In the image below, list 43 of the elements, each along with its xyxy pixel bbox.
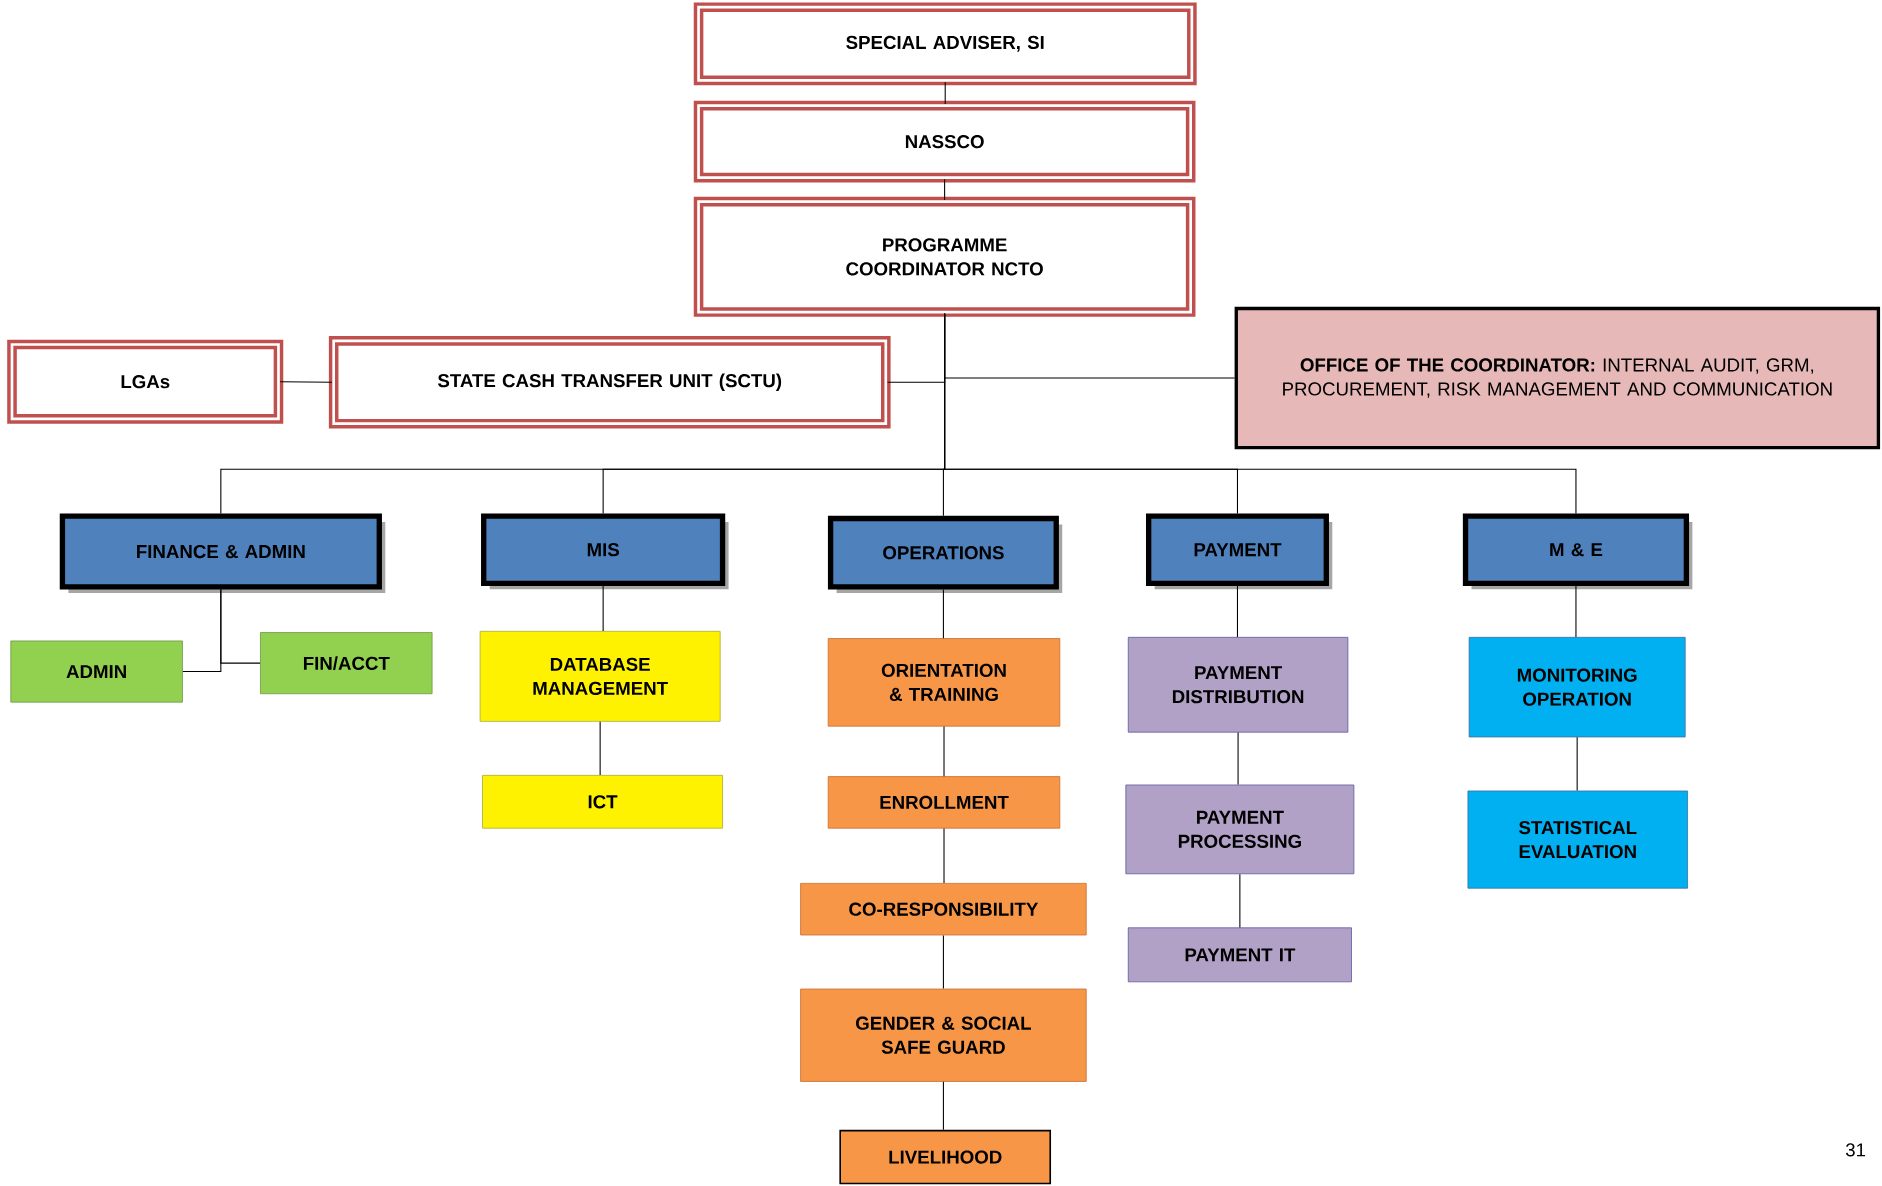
unit-box: PAYMENT IT xyxy=(1127,927,1352,983)
connector-line xyxy=(944,81,946,105)
department-box: M & E xyxy=(1462,513,1693,590)
connector-line xyxy=(942,1081,944,1131)
unit-box: STATISTICAL EVALUATION xyxy=(1467,790,1688,889)
connector-line xyxy=(220,589,261,664)
connector-line xyxy=(602,585,604,632)
department-box: MIS xyxy=(481,513,729,590)
connector-line xyxy=(942,589,944,639)
unit-box: ENROLLMENT xyxy=(827,776,1061,829)
unit-box: CO-RESPONSIBILITY xyxy=(800,883,1087,936)
connector-line xyxy=(1236,585,1238,638)
connector-line xyxy=(944,178,946,201)
connector-line xyxy=(943,726,945,777)
connector-line xyxy=(279,381,333,383)
org-box: NASSCO xyxy=(693,100,1196,183)
connector-line xyxy=(1239,873,1241,928)
connector-line xyxy=(942,934,944,990)
unit-box: LIVELIHOOD xyxy=(839,1129,1052,1185)
unit-box: DATABASE MANAGEMENT xyxy=(479,631,721,722)
unit-box: FIN/ACCT xyxy=(260,632,433,695)
org-box: PROGRAMME COORDINATOR NCTO xyxy=(693,196,1196,317)
connector-line xyxy=(944,313,1577,515)
unit-box: PAYMENT PROCESSING xyxy=(1125,784,1355,875)
department-box: FINANCE & ADMIN xyxy=(59,513,386,593)
org-box: STATE CASH TRANSFER UNIT (SCTU) xyxy=(328,336,891,429)
department-box: OPERATIONS xyxy=(827,515,1063,593)
unit-box: ADMIN xyxy=(10,640,183,703)
department-box: PAYMENT xyxy=(1146,513,1333,590)
connector-line xyxy=(599,721,601,776)
unit-box: MONITORING OPERATION xyxy=(1468,637,1686,738)
unit-box: PAYMENT DISTRIBUTION xyxy=(1127,637,1349,733)
page-number: 31 xyxy=(1845,1143,1866,1157)
connector-line xyxy=(1576,736,1578,792)
org-box: LGAs xyxy=(7,339,284,424)
connector-line xyxy=(1237,732,1239,786)
unit-box: GENDER & SOCIAL SAFE GUARD xyxy=(800,988,1087,1082)
org-box: SPECIAL ADVISER, SI xyxy=(693,2,1197,86)
office-box: OFFICE OF THE COORDINATOR: INTERNAL AUDIT, GRM, PROCUREMENT, RISK MANAGEMENT AND COMMUNICATION xyxy=(1234,306,1881,450)
unit-box: ORIENTATION & TRAINING xyxy=(827,638,1061,727)
connector-line xyxy=(943,828,945,884)
unit-box: ICT xyxy=(482,775,723,829)
connector-line xyxy=(1575,585,1577,638)
